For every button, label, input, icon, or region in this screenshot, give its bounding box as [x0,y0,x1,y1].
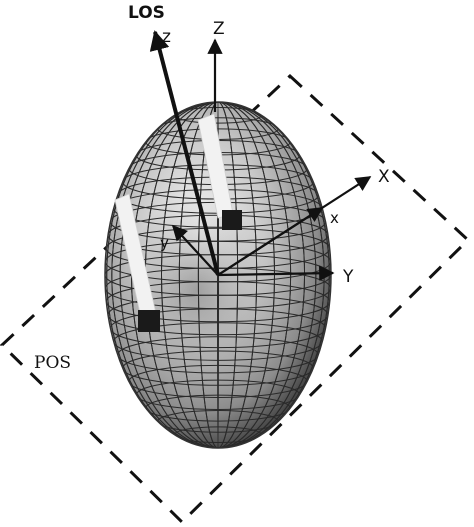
x-body-label: x [330,209,339,227]
y-frame-label: Y [342,267,354,287]
marker-square-top [222,210,242,230]
x-frame-label: X [378,167,390,187]
los-label: LOS [128,3,165,23]
z-body-label: z [162,27,171,47]
y-body-axis-arrow [171,224,219,276]
marker-square-left [138,310,160,332]
z-frame-label: Z [213,19,225,39]
los-axis-arrow [149,30,220,276]
y-frame-axis-arrow [217,265,335,281]
x-body-axis-arrow [217,207,324,276]
pos-label: POS [34,353,71,373]
y-body-label: y [160,234,169,252]
mesh-longitude-line [119,102,317,448]
